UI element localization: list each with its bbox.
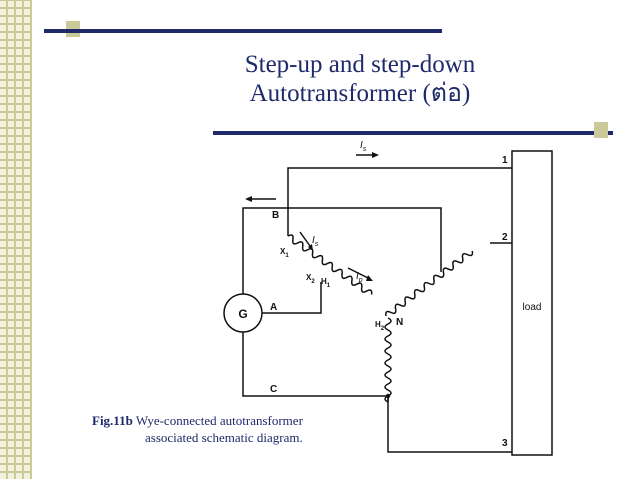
current-label-ip: Ip [356, 271, 363, 284]
caption-line-2: associated schematic diagram. [145, 430, 303, 445]
caption-fig-label: Fig.11b [92, 413, 133, 428]
figure-caption: Fig.11b Wye-connected autotransformer as… [92, 412, 303, 446]
wire-line-b [242, 207, 442, 296]
line-label-c: C [270, 384, 277, 395]
generator-circle [223, 293, 263, 333]
winding-arm-left [287, 234, 373, 295]
terminal-label-3: 3 [502, 438, 508, 449]
wire-top-terminal-1 [287, 167, 512, 236]
arrow-is [299, 231, 311, 247]
current-label-is-top: Is [360, 140, 367, 153]
arrow-ip [347, 267, 369, 279]
neutral-label: N [396, 317, 403, 328]
caption-line-1: Wye-connected autotransformer [135, 413, 303, 428]
winding-arm-right [385, 250, 474, 317]
title-line-1: Step-up and step-down [244, 51, 476, 78]
winding-label-x2: X2 [306, 273, 315, 285]
winding-label-h1: H1 [321, 277, 331, 289]
line-label-a: A [270, 302, 277, 313]
bottom-accent-rule [594, 122, 608, 138]
slide-title: Step-up and step-down Autotransformer (ต… [150, 50, 570, 108]
winding-arm-down [384, 317, 392, 403]
current-label-is: Is [312, 235, 319, 248]
title-line-2: Autotransformer (ต่อ) [249, 80, 471, 107]
terminal-label-1: 1 [502, 155, 508, 166]
terminal-label-2: 2 [502, 232, 508, 243]
load-label: load [523, 302, 542, 313]
wire-line-a [262, 282, 322, 314]
generator-label: G [238, 307, 247, 321]
bottom-dark-rule [213, 131, 613, 135]
load-box [511, 150, 553, 456]
top-dark-rule [44, 29, 442, 33]
winding-label-x1: X1 [280, 247, 289, 259]
winding-label-h2: H2 [375, 320, 385, 332]
left-pattern-strip [0, 0, 32, 479]
line-label-b: B [272, 210, 279, 221]
